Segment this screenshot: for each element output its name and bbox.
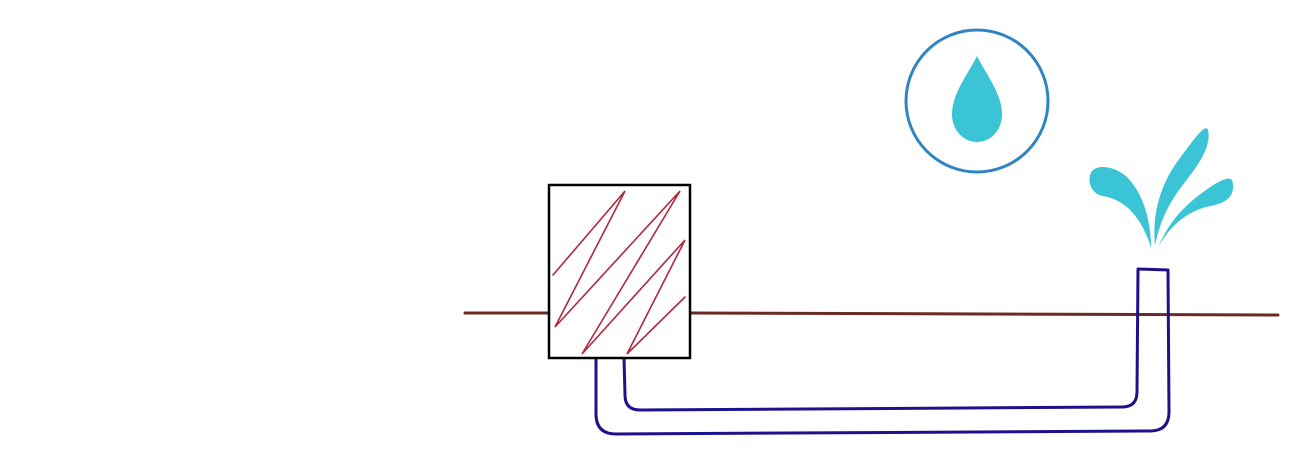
spray-jet-left [1089, 167, 1151, 248]
water-spray-icon [1089, 128, 1234, 248]
ground-line [463, 311, 1280, 317]
hatched-box [547, 183, 692, 360]
box-hatching [552, 190, 686, 355]
spray-jet-center [1154, 128, 1209, 246]
spray-jet-right [1158, 178, 1234, 248]
water-drop-icon [952, 56, 1002, 142]
water-drop-badge [904, 28, 1050, 174]
u-pipe [594, 267, 1171, 436]
